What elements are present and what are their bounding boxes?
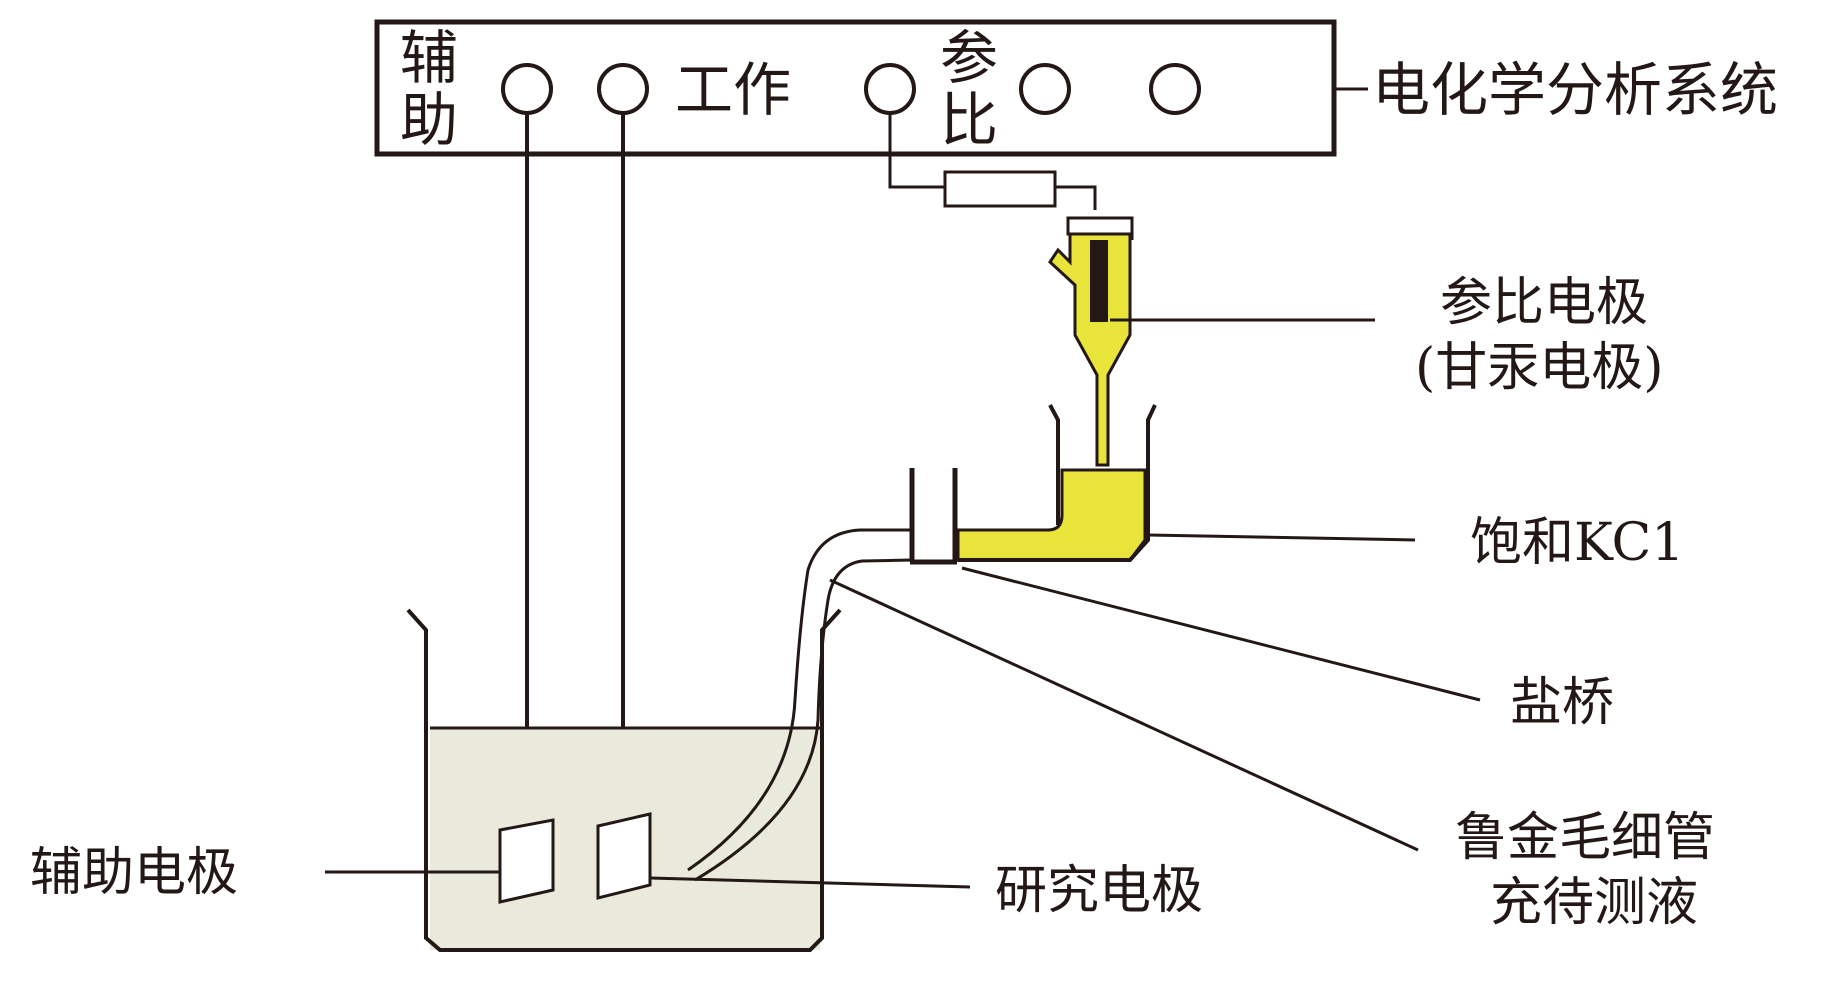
terminal-spare-2 bbox=[1149, 63, 1201, 115]
luggin-capillary-outer bbox=[687, 528, 912, 872]
auxiliary-electrode-plate bbox=[498, 818, 555, 904]
working-electrode-plate bbox=[596, 812, 652, 900]
luggin-capillary-inner bbox=[694, 558, 913, 882]
luggin-capillary-label-2: 充待测液 bbox=[1490, 873, 1698, 933]
reference-wire bbox=[888, 113, 945, 189]
luggin-capillary-label-1: 鲁金毛细管 bbox=[1455, 808, 1715, 868]
kcl-vessel-wall-right bbox=[958, 404, 1157, 562]
salt-bridge-leader bbox=[961, 566, 1481, 702]
luggin-capillary-leader bbox=[829, 578, 1419, 852]
saturated-kcl-label: 饱和KC1 bbox=[1470, 513, 1684, 573]
auxiliary-terminal-label-2: 助 bbox=[400, 86, 458, 154]
working-electrode-label: 研究电极 bbox=[995, 861, 1203, 921]
auxiliary-terminal-label-1: 辅 bbox=[400, 24, 458, 92]
calomel-electrode-cap bbox=[1066, 216, 1134, 236]
terminal-auxiliary bbox=[501, 63, 553, 115]
saturated-kcl-leader bbox=[1147, 533, 1416, 542]
calomel-electrode-body bbox=[1048, 230, 1132, 467]
salt-bridge-label: 盐桥 bbox=[1510, 673, 1614, 733]
system-title: 电化学分析系统 bbox=[1372, 56, 1778, 124]
resistor bbox=[943, 170, 1057, 208]
reference-terminal-label-2: 比 bbox=[940, 86, 998, 154]
reference-electrode-label-1: 参比电极 bbox=[1440, 273, 1648, 333]
test-beaker bbox=[406, 608, 842, 952]
terminal-spare-1 bbox=[1019, 63, 1071, 115]
calomel-inner-electrode bbox=[1090, 240, 1108, 322]
saturated-kcl-solution bbox=[956, 468, 1147, 562]
working-terminal-label: 工作 bbox=[675, 56, 791, 124]
kcl-vessel-wall bbox=[1048, 404, 1060, 525]
reference-wire-2 bbox=[1055, 185, 1097, 210]
terminal-working bbox=[597, 63, 649, 115]
terminal-reference bbox=[864, 63, 916, 115]
reference-terminal-label-1: 参 bbox=[940, 24, 998, 92]
auxiliary-electrode-label: 辅助电极 bbox=[30, 843, 238, 903]
working-electrode-leader bbox=[649, 876, 971, 889]
reference-electrode-label-2: (甘汞电极) bbox=[1415, 338, 1664, 398]
